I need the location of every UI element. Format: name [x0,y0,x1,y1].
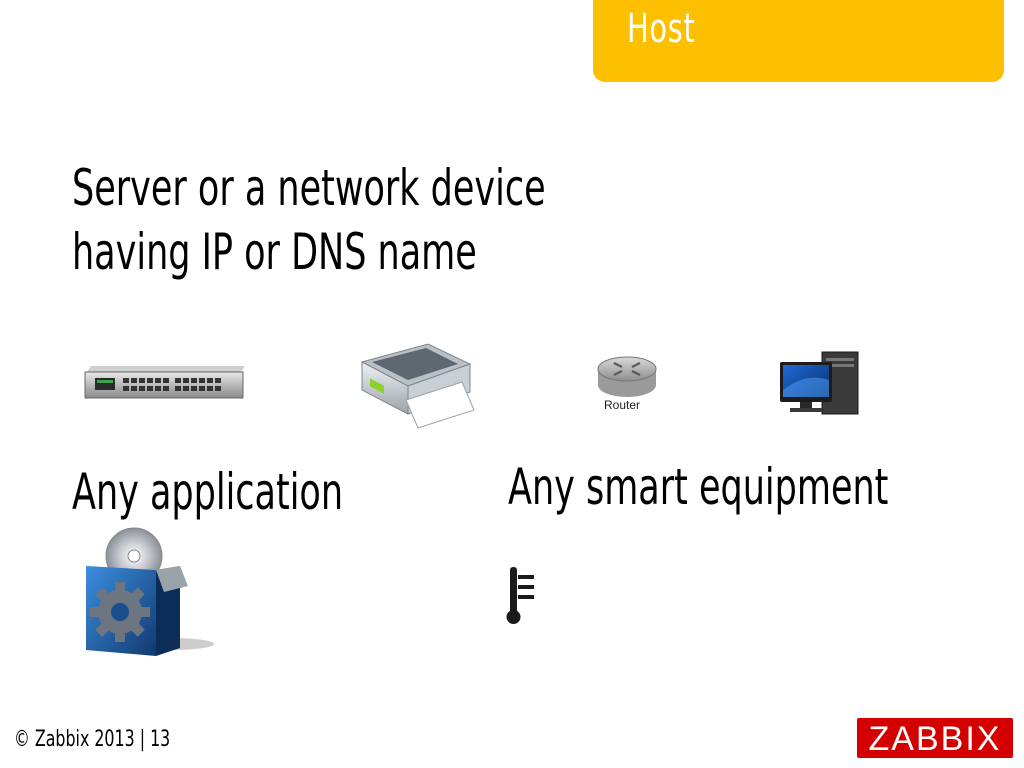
desktop-computer-icon [780,351,859,415]
thermometer-icon [506,567,534,624]
host-description: Server or a network device having IP or … [72,156,546,284]
printer-icon [360,343,475,429]
equipment-heading: Any smart equipment [508,458,889,516]
logo-text: ZABBIX [868,720,1002,758]
zabbix-logo: ZABBIX [857,718,1013,758]
slide-title: Host [627,6,696,52]
router-label: Router [604,398,641,412]
host-description-line2: having IP or DNS name [72,223,477,281]
footer-copyright: © Zabbix 2013 | 13 [14,727,171,752]
title-banner: Host [593,0,1004,82]
application-heading: Any application [72,463,344,521]
application-package-icon [86,527,214,656]
host-description-line1: Server or a network device [72,159,546,217]
network-switch-icon [84,366,245,399]
router-icon [597,356,657,397]
